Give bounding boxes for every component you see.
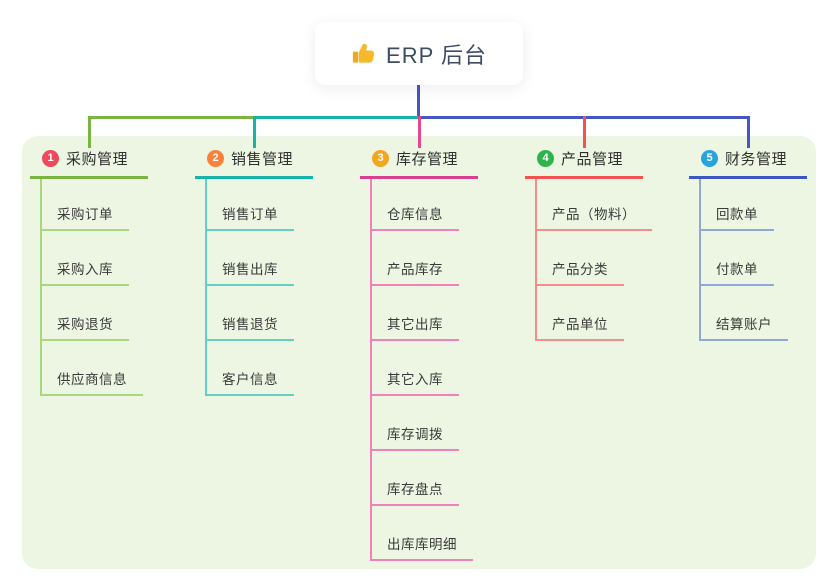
branch-财务管理: 5 财务管理回款单付款单结算账户 <box>689 148 807 341</box>
branch-number-badge: 3 <box>372 150 389 167</box>
mindmap-node-item[interactable]: 结算账户 <box>701 286 788 341</box>
root-node[interactable]: ERP 后台 <box>315 22 523 85</box>
connector-root-trunk <box>417 85 420 116</box>
item-label: 其它出库 <box>387 317 443 332</box>
mindmap-node-item[interactable]: 销售订单 <box>207 179 294 231</box>
branch-label: 采购管理 <box>66 151 129 168</box>
mindmap-node-item[interactable]: 其它出库 <box>372 286 459 341</box>
mindmap-node-item[interactable]: 出库库明细 <box>372 506 473 561</box>
mindmap-node-item[interactable]: 回款单 <box>701 179 774 231</box>
mindmap-node-item[interactable]: 库存盘点 <box>372 451 459 506</box>
mindmap-node-item[interactable]: 采购入库 <box>42 231 129 286</box>
item-label: 结算账户 <box>716 317 772 332</box>
item-label: 供应商信息 <box>57 372 127 387</box>
mindmap-node-item[interactable]: 供应商信息 <box>42 341 143 396</box>
branch-items: 仓库信息产品库存其它出库其它入库库存调拨库存盘点出库库明细 <box>370 179 473 561</box>
item-label: 产品单位 <box>552 317 608 332</box>
item-label: 销售订单 <box>222 207 278 222</box>
item-label: 客户信息 <box>222 372 278 387</box>
branch-label: 财务管理 <box>725 151 788 168</box>
branch-label: 产品管理 <box>561 151 624 168</box>
branch-header[interactable]: 4 产品管理 <box>525 148 643 179</box>
connector-branch-drop <box>252 116 256 148</box>
mindmap-node-item[interactable]: 产品库存 <box>372 231 459 286</box>
branch-items: 产品（物料） 产品分类产品单位 <box>535 179 652 341</box>
mindmap-node-item[interactable]: 库存调拨 <box>372 396 459 451</box>
branch-number-badge: 5 <box>701 150 718 167</box>
connector-branch-drop <box>87 116 91 148</box>
branch-header[interactable]: 3 库存管理 <box>360 148 478 179</box>
mindmap-node-item[interactable]: 仓库信息 <box>372 179 459 231</box>
mindmap-node-item[interactable]: 产品单位 <box>537 286 624 341</box>
item-label: 采购订单 <box>57 207 113 222</box>
item-label: 库存调拨 <box>387 427 443 442</box>
branch-label: 库存管理 <box>396 151 459 168</box>
mindmap-node-item[interactable]: 销售退货 <box>207 286 294 341</box>
item-label: 库存盘点 <box>387 482 443 497</box>
root-label: ERP 后台 <box>386 42 487 68</box>
connector-trunk-segment <box>87 116 256 119</box>
item-label: 出库库明细 <box>387 537 457 552</box>
branch-number-badge: 2 <box>207 150 224 167</box>
branches-panel <box>22 136 816 569</box>
mindmap-node-item[interactable]: 付款单 <box>701 231 774 286</box>
branch-销售管理: 2 销售管理销售订单销售出库销售退货客户信息 <box>195 148 313 396</box>
item-label: 仓库信息 <box>387 207 443 222</box>
mindmap-node-item[interactable]: 客户信息 <box>207 341 294 396</box>
branch-items: 回款单付款单结算账户 <box>699 179 788 341</box>
branch-header[interactable]: 2 销售管理 <box>195 148 313 179</box>
branch-number-badge: 1 <box>42 150 59 167</box>
item-label: 付款单 <box>716 262 758 277</box>
branch-items: 销售订单销售出库销售退货客户信息 <box>205 179 294 396</box>
mindmap-node-item[interactable]: 销售出库 <box>207 231 294 286</box>
item-label: 销售出库 <box>222 262 278 277</box>
mindmap-node-item[interactable]: 其它入库 <box>372 341 459 396</box>
branch-产品管理: 4 产品管理产品（物料） 产品分类产品单位 <box>525 148 652 341</box>
item-label: 产品分类 <box>552 262 608 277</box>
connector-trunk-segment <box>252 116 421 119</box>
item-label: 采购入库 <box>57 262 113 277</box>
branch-number-badge: 4 <box>537 150 554 167</box>
branch-header[interactable]: 1 采购管理 <box>30 148 148 179</box>
item-label: 产品库存 <box>387 262 443 277</box>
branch-items: 采购订单采购入库采购退货供应商信息 <box>40 179 143 396</box>
mindmap-node-item[interactable]: 采购订单 <box>42 179 129 231</box>
item-label: 其它入库 <box>387 372 443 387</box>
branch-采购管理: 1 采购管理采购订单采购入库采购退货供应商信息 <box>30 148 148 396</box>
connector-branch-drop <box>417 116 421 148</box>
mindmap-node-item[interactable]: 采购退货 <box>42 286 129 341</box>
item-label: 产品（物料） <box>552 207 636 222</box>
mindmap-node-item[interactable]: 产品分类 <box>537 231 624 286</box>
branch-库存管理: 3 库存管理仓库信息产品库存其它出库其它入库库存调拨库存盘点出库库明细 <box>360 148 478 561</box>
item-label: 销售退货 <box>222 317 278 332</box>
connector-branch-drop <box>582 116 586 148</box>
item-label: 回款单 <box>716 207 758 222</box>
item-label: 采购退货 <box>57 317 113 332</box>
branch-header[interactable]: 5 财务管理 <box>689 148 807 179</box>
branch-label: 销售管理 <box>231 151 294 168</box>
connector-branch-drop <box>746 116 750 148</box>
mindmap-node-item[interactable]: 产品（物料） <box>537 179 652 231</box>
thumbs-up-icon <box>351 41 376 66</box>
